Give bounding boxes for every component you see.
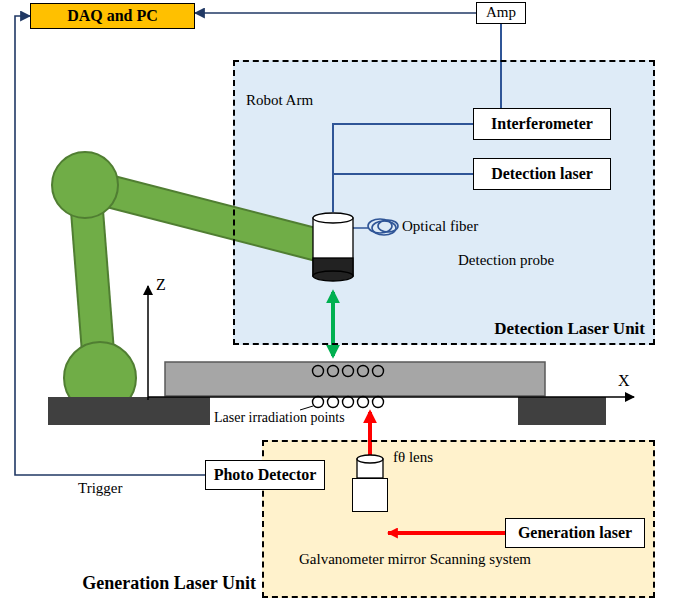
probe-shape [312, 212, 354, 282]
fiber-line [333, 174, 473, 212]
support-block [48, 397, 210, 425]
node-text: Detection probe [458, 252, 554, 269]
z-axis [147, 286, 149, 400]
node-text: Detection laser [491, 165, 593, 183]
device-box: Photo Detector [205, 460, 325, 490]
detection-beam [331, 292, 335, 356]
node-text: Photo Detector [214, 466, 317, 484]
x-axis [148, 396, 634, 398]
device-box: Detection laser [473, 158, 611, 190]
part-label: Robot Arm [246, 92, 313, 109]
signal-line [500, 24, 502, 108]
node-text: DAQ and PC [67, 7, 158, 25]
axis-label: Z [156, 276, 166, 294]
axis-label: X [618, 372, 630, 390]
edge-label: Trigger [78, 480, 122, 497]
signal-arrow [195, 12, 476, 14]
detection-unit-ground [233, 60, 655, 345]
part-label: Laser irradiation points [214, 410, 345, 426]
specimen [165, 362, 545, 396]
node-text: Interferometer [491, 115, 593, 133]
probe-cylinder: Detection probe [312, 212, 354, 282]
leader-line [300, 406, 313, 410]
device-box: Generation laser [505, 518, 645, 548]
node-text: Galvanometer mirror Scanning system [299, 551, 531, 568]
node-text: Amp [486, 4, 516, 21]
galvo-scanner: Galvanometer mirror Scanning system [352, 478, 388, 512]
support-block [518, 397, 606, 425]
node-text: Generation laser [518, 524, 632, 542]
f-theta-lens [357, 455, 383, 478]
part-label: fθ lens [393, 449, 433, 466]
device-box: Interferometer [473, 108, 611, 140]
trigger-line [15, 16, 205, 475]
unit-heading: Detection Laser Unit [494, 319, 645, 339]
laser-beam [388, 531, 505, 535]
irradiation-points [313, 366, 384, 408]
amplifier-box: Amp [476, 2, 526, 24]
computer-box: DAQ and PC [30, 3, 195, 29]
generation-beam [368, 412, 372, 456]
part-label: Optical fiber [402, 218, 478, 235]
fiber-line [333, 124, 473, 212]
unit-heading: Generation Laser Unit [82, 573, 256, 594]
